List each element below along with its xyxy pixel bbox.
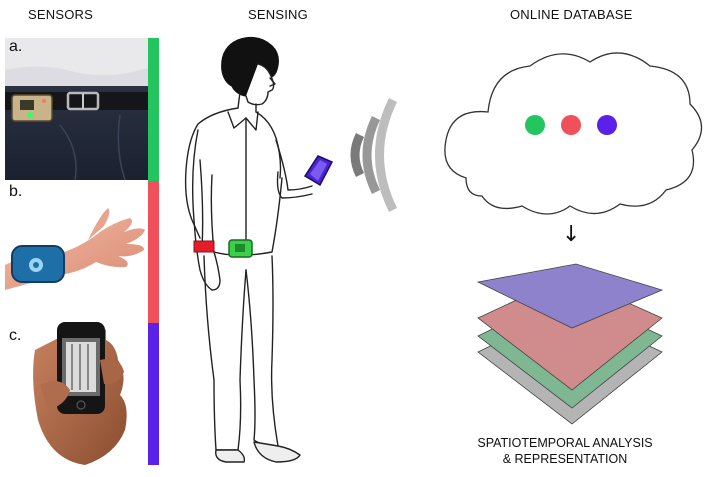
person-wristband <box>193 240 215 253</box>
data-dot-red <box>561 115 581 135</box>
wrist-sensor-photo <box>5 208 145 290</box>
analysis-caption-line2: & REPRESENTATION <box>502 452 628 466</box>
sensors-header: SENSORS <box>28 7 93 22</box>
sensor-label-c: c. <box>9 327 22 344</box>
belt-sensor-photo <box>5 38 148 181</box>
layer-purple <box>476 263 664 329</box>
sensor-c-color-bar <box>148 323 159 465</box>
phone-sensor-photo <box>33 322 127 465</box>
belt-sensor-device <box>11 94 53 122</box>
wireless-signal-icon <box>350 98 398 212</box>
sensor-label-b: b. <box>9 183 23 200</box>
analysis-caption-line1: SPATIOTEMPORAL ANALYSIS <box>477 436 653 450</box>
analysis-layer-stack <box>476 263 664 425</box>
data-dot-blue <box>597 115 617 135</box>
person-phone <box>303 155 334 187</box>
sensor-label-a: a. <box>9 38 23 55</box>
person-illustration <box>184 36 313 463</box>
down-arrow-icon: ↓ <box>562 222 581 247</box>
online-database-header: ONLINE DATABASE <box>510 7 633 22</box>
sensor-a-color-bar <box>148 38 159 181</box>
person-belt-device <box>228 239 253 258</box>
sensor-b-color-bar <box>148 181 159 323</box>
data-dot-green <box>525 115 545 135</box>
sensing-header: SENSING <box>248 7 308 22</box>
